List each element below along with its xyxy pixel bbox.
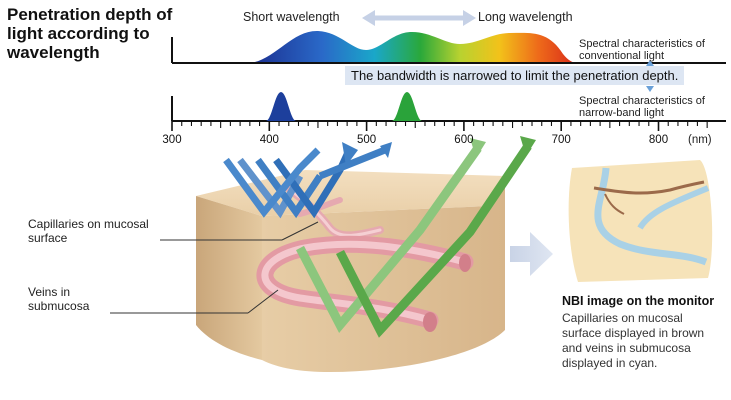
tick-label: 800 xyxy=(648,134,669,146)
tick-label: 400 xyxy=(259,134,279,146)
narrow-band-spectrum xyxy=(171,92,726,122)
blue-light-rays xyxy=(223,142,392,219)
tick-label: 600 xyxy=(454,134,474,146)
tick-label: 300 xyxy=(162,134,182,146)
veins-label: Veins in submucosa xyxy=(28,285,90,313)
tick-label: 500 xyxy=(357,134,377,146)
nbi-title: NBI image on the monitor xyxy=(562,294,715,308)
leader-lines xyxy=(110,221,319,314)
to-monitor-arrow xyxy=(510,232,553,276)
short-wavelength-label: Short wavelength xyxy=(243,10,340,24)
conventional-spectrum xyxy=(171,30,726,64)
conventional-light-label: Spectral characteristics of conventional… xyxy=(579,38,705,62)
wavelength-axis-ticks xyxy=(171,121,708,131)
long-wavelength-label: Long wavelength xyxy=(478,10,573,24)
narrow-band-light-label: Spectral characteristics of narrow-band … xyxy=(579,95,705,119)
tick-label: 700 xyxy=(551,134,571,146)
green-light-rays xyxy=(296,136,536,338)
wavelength-arrow xyxy=(362,10,476,26)
nbi-description: Capillaries on mucosal surface displayed… xyxy=(562,311,705,370)
bandwidth-note: The bandwidth is narrowed to limit the p… xyxy=(345,66,685,85)
axis-unit: (nm) xyxy=(688,134,712,146)
diagram-title: Penetration depth of light according to … xyxy=(7,5,173,62)
nbi-image xyxy=(568,160,713,282)
capillaries-label: Capillaries on mucosal surface xyxy=(28,217,149,245)
